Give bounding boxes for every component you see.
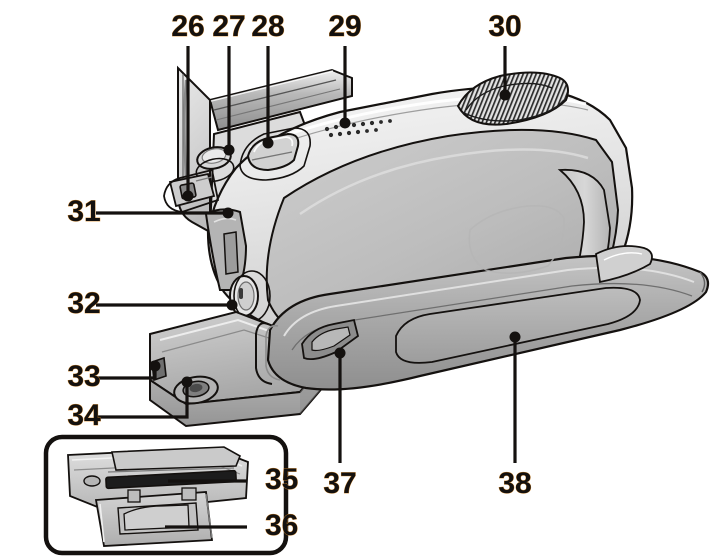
callout-31-dot	[222, 207, 234, 219]
callout-26: 26	[171, 10, 205, 202]
callout-38-dot	[509, 331, 521, 343]
callout-35-label: 35	[265, 463, 298, 496]
terminal-cover[interactable]	[204, 208, 248, 291]
callout-layer: 26 27 28 29	[67, 10, 532, 543]
grip-strap-adjuster[interactable]	[301, 318, 360, 361]
callout-34-dot	[181, 376, 193, 388]
callout-35: 35	[168, 463, 299, 496]
callout-34-leader	[96, 382, 189, 419]
callout-28-dot	[262, 137, 274, 149]
zoom-lever[interactable]	[239, 127, 311, 181]
callout-34-label: 34	[67, 399, 101, 432]
callout-26-dot	[182, 190, 194, 202]
callout-27: 27	[212, 10, 246, 156]
callout-30-label: 30	[488, 10, 521, 43]
callout-31: 31	[67, 195, 234, 228]
callout-32-dot	[226, 299, 238, 311]
rear-face-contour	[468, 204, 565, 274]
callout-31-label: 31	[67, 195, 100, 228]
callout-36: 36	[165, 509, 299, 542]
callout-33-leader	[96, 366, 157, 380]
callout-27-label: 27	[212, 10, 245, 43]
callout-29: 29	[328, 10, 362, 129]
callout-26-label: 26	[171, 10, 204, 43]
grip-belt-pad	[395, 286, 641, 364]
callout-38-label: 38	[498, 467, 531, 500]
mode-dial[interactable]	[194, 144, 236, 185]
battery-and-card-slot-detail	[43, 434, 289, 556]
callout-27-dot	[223, 144, 235, 156]
callout-30-dot	[499, 89, 511, 101]
callout-34: 34	[67, 376, 193, 432]
grip-belt-assembly	[255, 245, 710, 391]
callout-33: 33	[67, 360, 161, 393]
callout-37-dot	[334, 347, 346, 359]
callout-29-label: 29	[328, 10, 361, 43]
callout-33-label: 33	[67, 360, 100, 393]
callout-32: 32	[67, 287, 238, 320]
speaker-grille	[456, 71, 569, 126]
callout-37: 37	[323, 347, 357, 500]
callout-30: 30	[488, 10, 522, 101]
callout-33-dot	[149, 360, 161, 372]
callout-32-label: 32	[67, 287, 100, 320]
callout-37-label: 37	[323, 467, 356, 500]
internal-microphone-holes	[324, 119, 392, 138]
callout-29-dot	[339, 117, 351, 129]
callout-28-label: 28	[251, 10, 284, 43]
callout-28: 28	[251, 10, 285, 149]
camcorder-body-group	[149, 65, 710, 428]
callout-36-label: 36	[265, 509, 298, 542]
callout-38: 38	[498, 331, 532, 500]
